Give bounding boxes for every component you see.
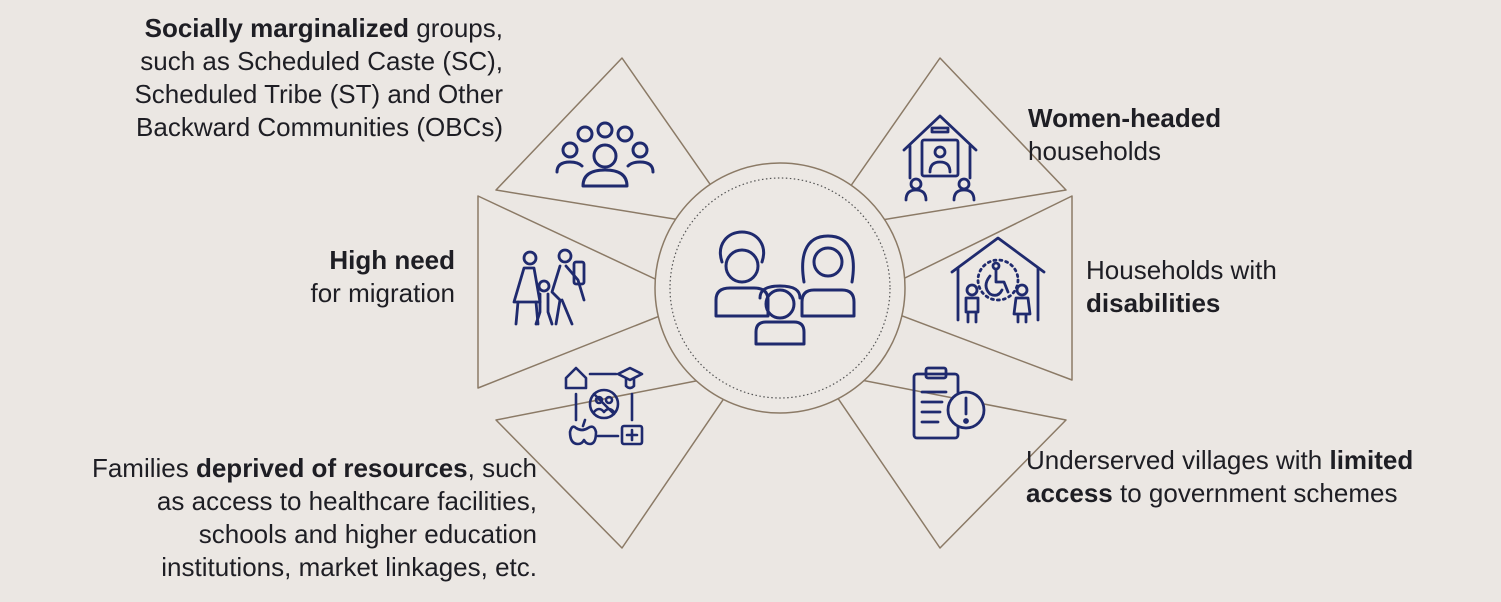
label-run: Families bbox=[91, 453, 196, 483]
petal-underserved-villages bbox=[819, 371, 1067, 549]
label-line: Backward Communities (OBCs) bbox=[134, 111, 503, 144]
women-headed-house-icon bbox=[902, 114, 978, 202]
label-line: Families deprived of resources, such bbox=[92, 452, 537, 485]
petal-deprived-of-resources bbox=[495, 371, 743, 549]
label-line: Underserved villages with limited bbox=[1026, 444, 1413, 477]
label-line: for migration bbox=[311, 277, 456, 310]
label-run: institutions, market linkages, etc. bbox=[161, 552, 537, 582]
label-run: Scheduled Tribe (ST) and Other bbox=[134, 79, 503, 109]
clipboard-alert-icon bbox=[912, 366, 986, 440]
label-run: households bbox=[1028, 136, 1161, 166]
label-bold-run: disabilities bbox=[1086, 288, 1221, 318]
label-socially-marginalized: Socially marginalized groups,such as Sch… bbox=[134, 12, 503, 144]
family-icon bbox=[714, 230, 856, 346]
label-line: Households with bbox=[1086, 254, 1277, 287]
label-line: Socially marginalized groups, bbox=[134, 12, 503, 45]
label-line: High need bbox=[311, 244, 455, 277]
label-bold-run: High need bbox=[329, 245, 455, 275]
label-run: Backward Communities (OBCs) bbox=[136, 112, 503, 142]
label-line: institutions, market linkages, etc. bbox=[92, 551, 537, 584]
label-bold-run: limited bbox=[1329, 445, 1414, 475]
label-run: groups, bbox=[409, 13, 503, 43]
petal-women-headed bbox=[819, 57, 1067, 231]
label-run: Households with bbox=[1086, 255, 1277, 285]
community-group-icon bbox=[555, 121, 655, 188]
resource-access-icon bbox=[564, 366, 644, 446]
label-line: Scheduled Tribe (ST) and Other bbox=[134, 78, 503, 111]
label-line: disabilities bbox=[1086, 287, 1277, 320]
label-bold-run: deprived of resources bbox=[195, 453, 468, 483]
label-run: to government schemes bbox=[1112, 478, 1398, 508]
label-line: Women-headed bbox=[1028, 102, 1221, 135]
label-run: schools and higher education bbox=[198, 519, 537, 549]
label-run: for migration bbox=[310, 278, 456, 308]
migrating-family-icon bbox=[512, 248, 586, 326]
label-line: such as Scheduled Caste (SC), bbox=[134, 45, 503, 78]
label-line: as access to healthcare facilities, bbox=[92, 485, 537, 518]
label-line: schools and higher education bbox=[92, 518, 537, 551]
label-run: such as Scheduled Caste (SC), bbox=[140, 46, 503, 76]
label-run: Underserved villages with bbox=[1026, 445, 1330, 475]
center-circle bbox=[654, 162, 906, 414]
petal-high-need-migration bbox=[477, 195, 701, 389]
accessible-house-icon bbox=[950, 236, 1046, 324]
label-run: as access to healthcare facilities, bbox=[156, 486, 537, 516]
label-line: access to government schemes bbox=[1026, 477, 1413, 510]
label-bold-run: Socially marginalized bbox=[144, 13, 410, 43]
label-bold-run: access bbox=[1026, 478, 1113, 508]
label-bold-run: Women-headed bbox=[1028, 103, 1222, 133]
label-line: households bbox=[1028, 135, 1221, 168]
petal-socially-marginalized bbox=[495, 57, 743, 231]
label-run: , such bbox=[467, 453, 537, 483]
